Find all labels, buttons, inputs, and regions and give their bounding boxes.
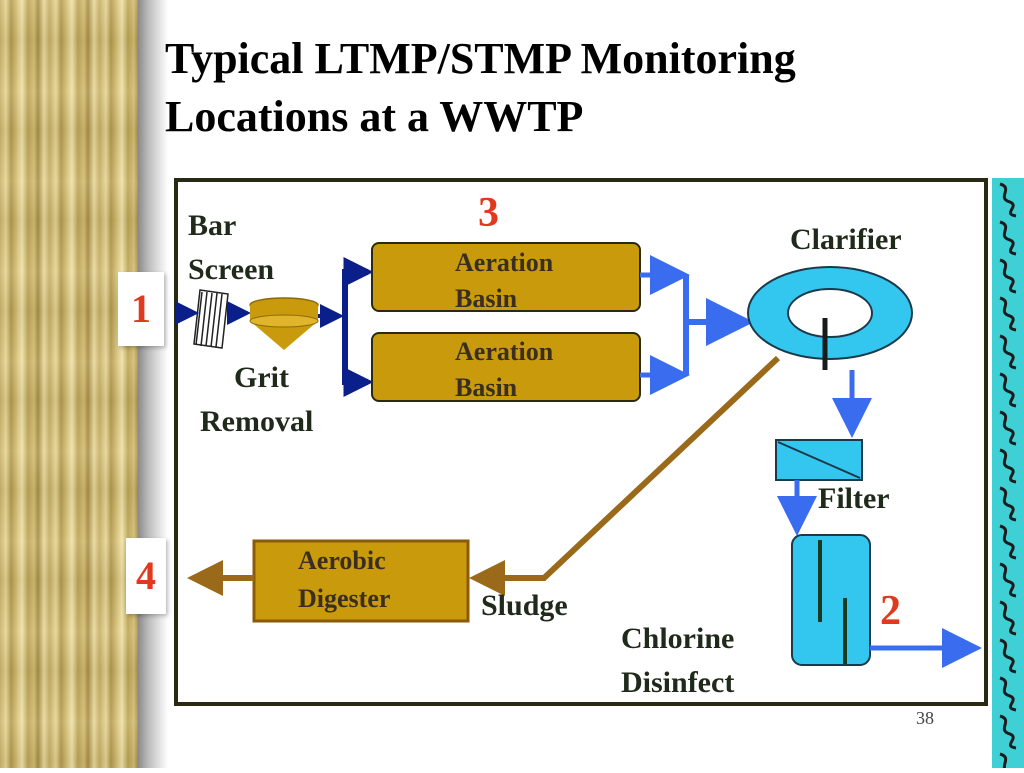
- bar-screen-label-line2: Screen: [188, 253, 275, 286]
- squiggle-mark: [999, 410, 1017, 446]
- squiggle-mark: [999, 638, 1017, 674]
- squiggle-mark: [999, 334, 1017, 370]
- squiggle-mark: [999, 524, 1017, 560]
- squiggle-mark: [999, 486, 1017, 522]
- filter-icon: [775, 439, 863, 481]
- monitoring-location-3: 3: [478, 190, 499, 236]
- aeration-basin-1-label-line1: Aeration: [455, 248, 554, 277]
- page-number: 38: [916, 708, 934, 728]
- squiggle-mark: [999, 448, 1017, 484]
- aeration-basin-2-label-line1: Aeration: [455, 337, 554, 366]
- left-column-shadow: [138, 0, 168, 768]
- squiggle-mark: [999, 258, 1017, 294]
- right-decorative-strip: [992, 178, 1024, 773]
- squiggle-mark: [999, 372, 1017, 408]
- aeration-basin-1-label-line2: Basin: [455, 284, 518, 313]
- bar-screen-label-line1: Bar: [188, 209, 237, 242]
- grit-removal-label-line2: Removal: [200, 405, 314, 438]
- squiggle-mark: [999, 600, 1017, 636]
- monitoring-location-1: 1: [118, 272, 164, 346]
- sludge-label: Sludge: [481, 589, 568, 622]
- squiggle-mark: [999, 220, 1017, 256]
- chlorine-tank-icon: [791, 534, 871, 666]
- filter-label: Filter: [818, 482, 890, 515]
- aeration-basin-2-label-line2: Basin: [455, 373, 518, 402]
- squiggle-mark: [999, 296, 1017, 332]
- flow-splitter: [342, 269, 368, 385]
- squiggle-mark: [999, 182, 1017, 218]
- monitoring-location-2: 2: [880, 588, 901, 634]
- chlorine-label-line1: Chlorine: [621, 622, 735, 655]
- slide-title: Typical LTMP/STMP Monitoring Locations a…: [165, 30, 985, 146]
- chlorine-label-line2: Disinfect: [621, 666, 735, 699]
- title-line-1: Typical LTMP/STMP Monitoring: [165, 34, 796, 83]
- grit-removal-label-line1: Grit: [234, 361, 289, 394]
- aerobic-digester-label-line2: Digester: [298, 584, 391, 613]
- squiggle-mark: [999, 676, 1017, 712]
- aerobic-digester-label-line1: Aerobic: [298, 546, 386, 575]
- aeration-basin-2: [371, 332, 641, 402]
- squiggle-mark: [999, 714, 1017, 750]
- title-line-2: Locations at a WWTP: [165, 92, 584, 141]
- aerobic-digester-box: [252, 539, 470, 623]
- monitoring-location-4: 4: [126, 538, 166, 614]
- bar-screen-icon: [193, 289, 229, 349]
- clarifier-icon: [747, 266, 913, 370]
- clarifier-label: Clarifier: [790, 223, 902, 256]
- grit-removal-icon: [249, 297, 319, 350]
- left-decorative-column: [0, 0, 138, 768]
- squiggle-mark: [999, 562, 1017, 598]
- squiggle-pattern: [999, 182, 1017, 773]
